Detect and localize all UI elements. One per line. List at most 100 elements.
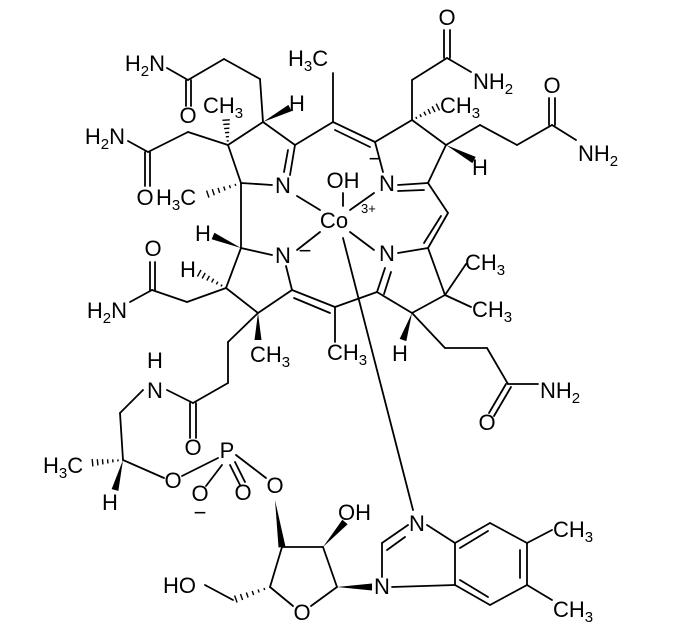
bond [411, 57, 448, 81]
atom-labels: H2N O CH3 H H3C H2N O H3C N OH N − Co 3+… [43, 5, 618, 626]
carbonyl-o-label: O [136, 185, 153, 210]
bond [459, 530, 489, 549]
bond [129, 289, 153, 303]
hydrogen-label: H [195, 221, 211, 246]
bond [454, 522, 491, 544]
bond [427, 212, 449, 249]
nitrogen-label: N [374, 574, 390, 599]
bond [234, 461, 246, 483]
bond [516, 124, 553, 146]
methyl-label: CH3 [250, 342, 290, 371]
negative-charge: − [194, 500, 207, 525]
phosphate-o-minus-label: O [191, 481, 208, 506]
nitrogen-label: N [275, 173, 291, 198]
bond [423, 215, 442, 244]
bond [459, 579, 489, 598]
bond [227, 121, 264, 146]
amide-n-label: N [147, 378, 163, 403]
wedge-bond [211, 232, 241, 248]
bond [166, 389, 194, 404]
bond [322, 546, 338, 588]
wedge-bond [399, 313, 412, 342]
carbonyl-o-label: O [184, 435, 201, 460]
bond [225, 287, 259, 314]
nitrogen-label: N [409, 511, 425, 536]
hydroxyl-label: OH [338, 500, 371, 525]
wedge-bond [275, 500, 286, 548]
bond [381, 524, 409, 544]
bond [397, 182, 429, 186]
bond [349, 192, 375, 211]
carbonyl-o-label: O [478, 410, 495, 435]
phosphorus-label: P [220, 438, 235, 463]
methyl-label: CH3 [553, 597, 593, 626]
bond [296, 231, 321, 251]
amide-nh2-label: H2N [125, 51, 165, 80]
hydrogen-label: H [472, 155, 488, 180]
bond [296, 195, 321, 211]
bond [166, 67, 189, 81]
bond [119, 389, 144, 414]
bonds [91, 29, 577, 607]
bond [411, 312, 446, 349]
bond [291, 289, 336, 308]
bond [227, 312, 259, 343]
bond [227, 144, 242, 184]
amide-nh2-label: NH2 [578, 141, 618, 170]
bond [240, 247, 273, 256]
bond [444, 294, 472, 308]
bond [283, 149, 289, 173]
bond [147, 131, 189, 153]
bond [391, 584, 456, 588]
bond [427, 144, 447, 184]
carbonyl-o-label: O [543, 73, 560, 98]
bond [269, 546, 283, 588]
wedge-bond [446, 145, 476, 164]
bond [489, 584, 528, 606]
amide-nh2-label: H2N [87, 298, 127, 327]
bond [397, 247, 429, 254]
ester-o-label: O [164, 468, 181, 493]
hydroxyl-label: HO [163, 573, 196, 598]
amide-nh2-label: NH2 [540, 378, 580, 407]
bond [334, 291, 378, 308]
bond [342, 237, 414, 511]
methyl-label: CH3 [203, 93, 243, 122]
hashed-bond [233, 587, 266, 603]
bond [454, 584, 491, 606]
bond [186, 287, 227, 303]
bond [294, 121, 334, 146]
bond [426, 524, 456, 544]
wedge-bond [323, 519, 348, 547]
bond [181, 457, 219, 477]
hydroxide-label: OH [326, 168, 359, 193]
phosphate-o-label: O [234, 480, 251, 505]
bond [122, 459, 165, 479]
nitrogen-label: N [379, 171, 395, 196]
hashed-bond [205, 183, 237, 198]
bond [488, 383, 507, 414]
hydrogen-label: H [289, 91, 305, 116]
bond [486, 347, 509, 385]
hashed-bond [415, 103, 441, 120]
negative-charge: − [369, 146, 382, 171]
bond [376, 267, 386, 293]
hydrogen-label: H [392, 341, 408, 366]
bond [293, 297, 331, 314]
amide-h-label: H [147, 348, 163, 373]
hydrogen-label: H [180, 257, 196, 282]
carbonyl-o-label: O [179, 103, 196, 128]
methyl-label: H3C [156, 185, 196, 214]
bond [444, 263, 467, 296]
bond [285, 265, 293, 291]
bond [192, 382, 229, 404]
ring-oxygen-label: O [293, 600, 310, 625]
bond [374, 119, 413, 143]
bond [289, 144, 296, 176]
carbonyl-o-label: O [438, 5, 455, 30]
bond [445, 124, 481, 146]
bond [187, 58, 225, 81]
hashed-bond [222, 119, 230, 142]
bond [446, 57, 472, 73]
